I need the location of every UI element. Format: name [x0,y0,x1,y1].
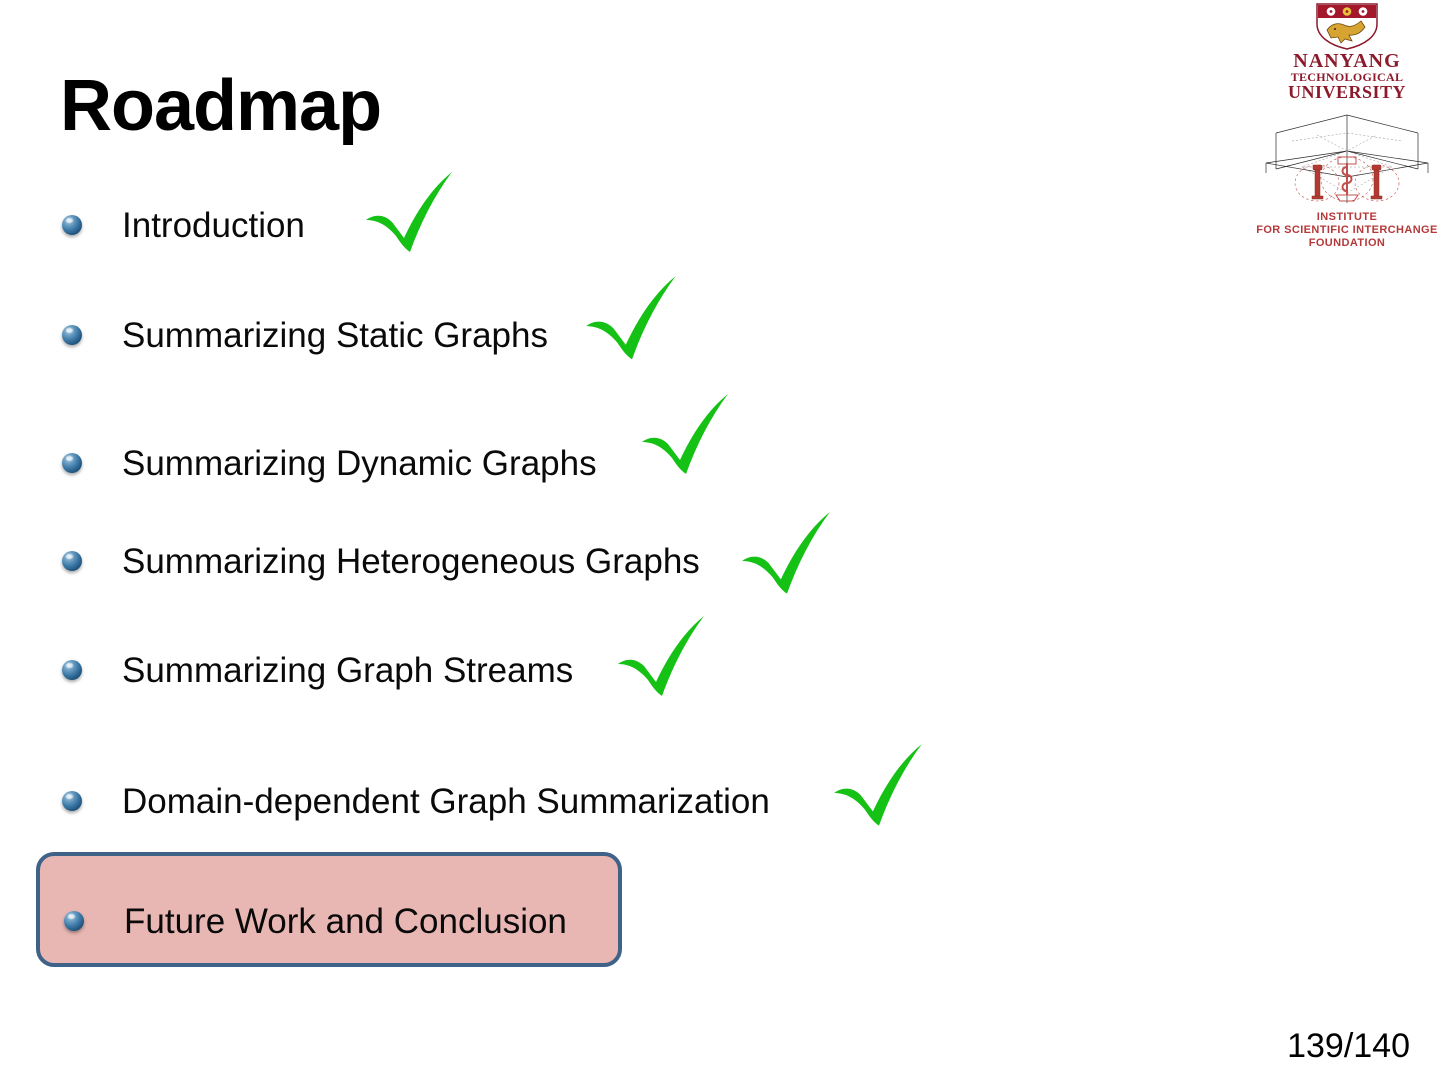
list-item-summarizing-graph-streams[interactable]: Summarizing Graph Streams [62,646,573,694]
ntu-wordmark-line2: TECHNOLOGICAL [1290,70,1404,84]
list-item-summarizing-static-graphs[interactable]: Summarizing Static Graphs [62,311,548,359]
blue-sphere-bullet-icon [62,215,82,235]
blue-sphere-bullet-icon [62,551,82,571]
page-number: 139/140 [1287,1027,1410,1065]
current-section-highlight-box [36,852,622,967]
blue-sphere-bullet-icon [62,791,82,811]
isi-wordmark-line1: INSTITUTE [1316,211,1378,223]
list-item-label: Introduction [122,205,305,245]
blue-sphere-bullet-icon [62,325,82,345]
blue-sphere-bullet-icon [62,453,82,473]
list-item-summarizing-heterogeneous-graphs[interactable]: Summarizing Heterogeneous Graphs [62,537,700,585]
list-item-introduction[interactable]: Introduction [62,201,305,249]
green-check-icon [580,272,684,376]
list-item-summarizing-dynamic-graphs[interactable]: Summarizing Dynamic Graphs [62,439,597,487]
green-check-icon [828,740,930,842]
list-item-label: Summarizing Dynamic Graphs [122,443,597,483]
blue-sphere-bullet-icon [62,660,82,680]
green-check-icon [736,508,838,610]
list-item-label: Summarizing Heterogeneous Graphs [122,541,700,581]
isi-wordmark-line2: FOR SCIENTIFIC INTERCHANGE [1256,223,1438,236]
isi-wordmark-line3: FOUNDATION [1308,236,1386,249]
list-item-label: Future Work and Conclusion [124,901,567,941]
green-check-icon [360,168,460,268]
list-item-label: Domain-dependent Graph Summarization [122,781,770,821]
list-item-future-work-and-conclusion[interactable]: Future Work and Conclusion [64,897,567,945]
green-check-icon [636,390,736,490]
green-check-icon [612,612,712,712]
logo-block: NANYANG TECHNOLOGICAL UNIVERSITY [1254,2,1440,250]
isi-wordmark: INSTITUTE FOR SCIENTIFIC INTERCHANGE FOU… [1254,211,1440,250]
list-item-label: Summarizing Graph Streams [122,650,574,690]
ntu-wordmark: NANYANG TECHNOLOGICAL UNIVERSITY [1254,51,1440,101]
ntu-crest-icon [1316,3,1378,50]
blue-sphere-bullet-icon [64,911,84,931]
isi-perspective-diagram-icon [1265,114,1429,203]
ntu-wordmark-line1: NANYANG [1293,50,1401,72]
ntu-wordmark-line3: UNIVERSITY [1287,82,1407,102]
page-title: Roadmap [60,66,382,146]
list-item-domain-dependent-graph-summarization[interactable]: Domain-dependent Graph Summarization [62,777,770,825]
list-item-label: Summarizing Static Graphs [122,315,548,355]
